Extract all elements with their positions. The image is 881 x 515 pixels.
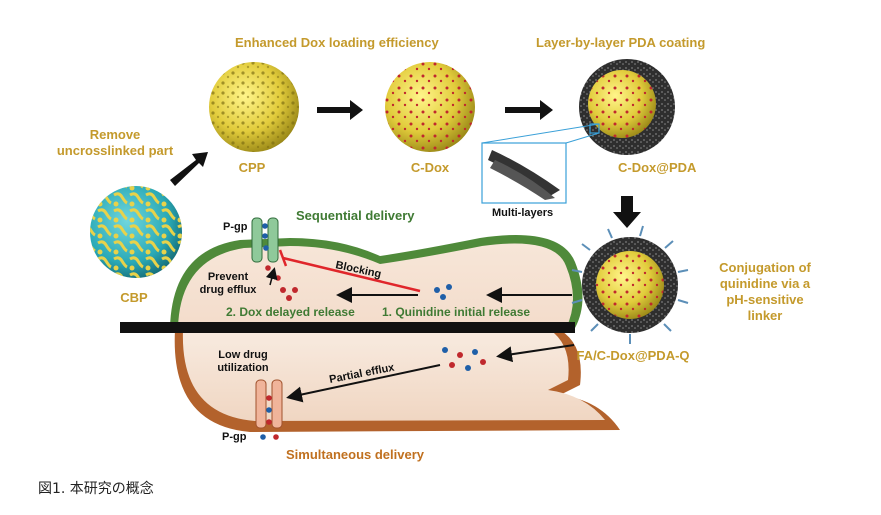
simultaneous-delivery-label: Simultaneous delivery bbox=[286, 447, 425, 462]
cbp-label: CBP bbox=[120, 290, 148, 305]
c-dox-label: C-Dox bbox=[411, 160, 450, 175]
fa-ligands bbox=[571, 225, 689, 344]
conjugation-label-4: linker bbox=[748, 308, 783, 323]
sequential-delivery-label: Sequential delivery bbox=[296, 208, 415, 223]
pgp-bottom-left bbox=[255, 379, 267, 429]
figure-caption: 図1. 本研究の概念 bbox=[38, 481, 154, 497]
cpp-pores bbox=[209, 62, 299, 152]
c-dox-dots bbox=[385, 62, 475, 152]
prevent-label-1: Prevent bbox=[208, 271, 249, 283]
pgp-transporter-icon bbox=[251, 217, 283, 429]
pgp-bottom-label: P-gp bbox=[222, 431, 247, 443]
arrow-cdox-to-pda bbox=[505, 100, 553, 120]
cbp-pattern bbox=[90, 186, 182, 278]
c-dox-pda-dots bbox=[588, 70, 656, 138]
arrow-efflux-attempt bbox=[265, 267, 278, 286]
layer-sheet-2 bbox=[490, 160, 555, 200]
prevent-label-2: drug efflux bbox=[200, 284, 258, 296]
dox-delayed-label: 2. Dox delayed release bbox=[226, 305, 355, 319]
zoom-line-2 bbox=[565, 132, 600, 144]
arrow-cpp-to-cdox bbox=[317, 100, 363, 120]
nanoparticle-icon bbox=[90, 59, 689, 344]
pgp-bottom-right bbox=[271, 379, 283, 429]
remove-label-1: Remove bbox=[90, 127, 141, 142]
conjugation-label-1: Conjugation of bbox=[719, 260, 811, 275]
layer-sheet-1 bbox=[488, 150, 560, 196]
blocking-bar bbox=[278, 249, 288, 267]
low-drug-label-1: Low drug bbox=[218, 349, 268, 361]
pgp-top-left bbox=[251, 217, 263, 263]
cpp-label: CPP bbox=[239, 160, 266, 175]
zoom-line-1 bbox=[481, 123, 600, 144]
cell-icon bbox=[170, 235, 621, 432]
cell-interior-top bbox=[178, 243, 573, 328]
pgp-top-right bbox=[267, 217, 279, 263]
arrow-entry-bottom bbox=[496, 344, 575, 363]
enhanced-loading-label: Enhanced Dox loading efficiency bbox=[235, 35, 439, 50]
arrow-cbp-to-cpp bbox=[170, 152, 208, 186]
quinidine-initial-label: 1. Quinidine initial release bbox=[382, 305, 530, 319]
pgp-top-label: P-gp bbox=[223, 221, 248, 233]
c-dox-pda-label: C-Dox@PDA bbox=[618, 160, 697, 175]
conjugation-label-2: quinidine via a bbox=[720, 276, 811, 291]
conjugation-label-3: pH-sensitive bbox=[726, 292, 803, 307]
layer-by-layer-label: Layer-by-layer PDA coating bbox=[536, 35, 705, 50]
divider-bar bbox=[120, 322, 575, 333]
fa-particle-dots bbox=[596, 251, 664, 319]
fa-c-dox-label: FA/C-Dox@PDA-Q bbox=[576, 348, 689, 363]
multi-layers-label: Multi-layers bbox=[492, 207, 553, 219]
arrow-icon bbox=[170, 100, 641, 228]
remove-label-2: uncrosslinked part bbox=[57, 143, 174, 158]
multi-layers-inset bbox=[481, 123, 600, 204]
zoom-box bbox=[589, 123, 600, 134]
blocking-line bbox=[282, 256, 421, 293]
arrow-partial-efflux bbox=[286, 364, 441, 403]
arrow-pda-to-fa bbox=[613, 196, 641, 228]
low-drug-label-2: utilization bbox=[217, 362, 269, 374]
